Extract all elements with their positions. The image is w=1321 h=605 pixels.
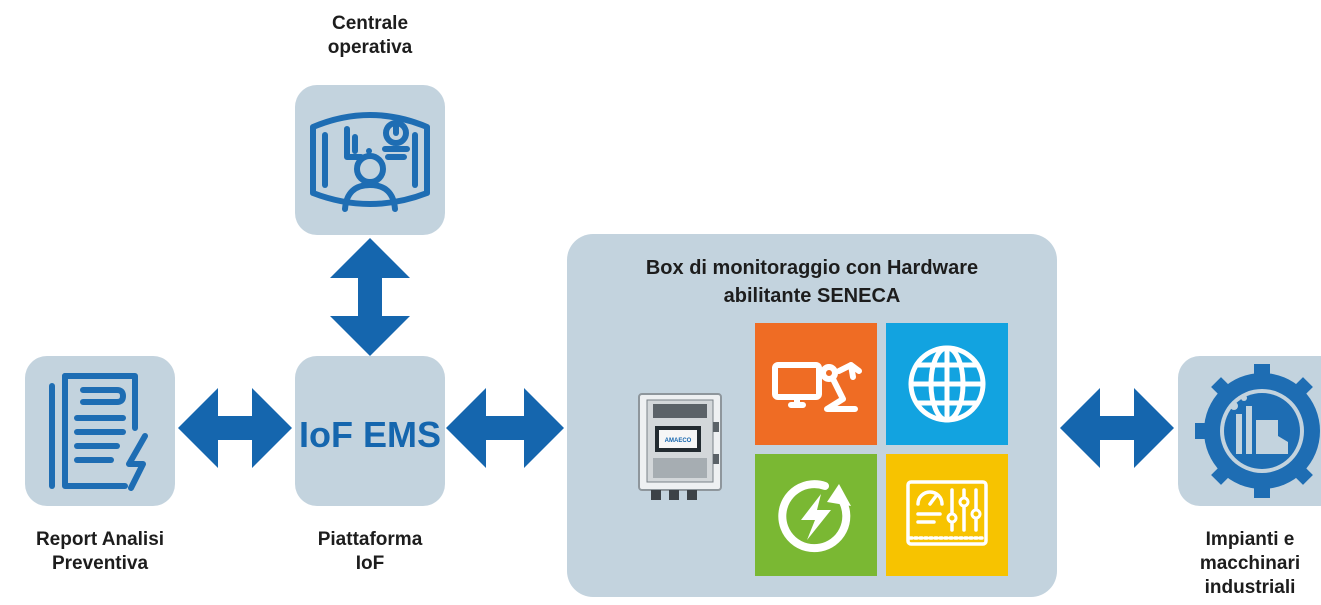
report-label-line2: Preventiva [51,553,149,574]
monitoring-box-node[interactable]: Box di monitoraggio con Hardware abilita… [567,234,1057,597]
cabinet-brand: AMAECO [665,438,692,444]
impianti-label: Impianti e macchinari industriali [1180,528,1320,600]
platform-node[interactable]: IoF EMS [295,356,445,506]
centrale-label-line1: Centrale [331,13,409,34]
centrale-label: Centrale operativa [290,12,450,60]
platform-label-line1: Piattaforma [317,529,423,550]
platform-label: Piattaforma IoF [280,528,460,576]
arrow-box-impianti [1060,388,1174,468]
report-label-line1: Report Analisi [35,529,165,550]
box-title-line1: Box di monitoraggio con Hardware [645,257,979,279]
tile-computer-robot[interactable] [755,323,877,445]
box-title: Box di monitoraggio con Hardware abilita… [567,254,1057,310]
tile-globe[interactable] [886,323,1008,445]
centrale-node[interactable] [295,85,445,235]
globe-icon [908,345,986,423]
platform-hub-text: IoF EMS [299,414,441,455]
platform-label-line2: IoF [355,553,385,574]
tile-control-panel[interactable] [886,454,1008,576]
energy-cycle-icon [778,480,851,553]
centrale-label-line2: operativa [327,37,413,58]
arrow-report-platform [178,388,292,468]
impianti-label-line1: Impianti e [1205,529,1295,550]
impianti-label-line3: industriali [1204,577,1296,598]
box-title-line2: abilitante SENECA [723,285,901,307]
report-energy-document-icon [49,373,148,491]
impianti-node[interactable] [1178,356,1321,506]
report-label: Report Analisi Preventiva [5,528,195,576]
arrow-platform-box [446,388,564,468]
tile-energy-cycle[interactable] [755,454,877,576]
monitoring-cabinet-image: AMAECO [638,393,722,500]
computer-robot-arm-icon [772,362,862,412]
report-node[interactable] [25,356,175,506]
industrial-gear-factory-icon [1195,364,1320,498]
operator-dashboard-icon [310,112,430,212]
arrow-centrale-platform [330,238,410,356]
control-panel-icon [906,480,988,546]
impianti-label-line2: macchinari [1199,553,1301,574]
